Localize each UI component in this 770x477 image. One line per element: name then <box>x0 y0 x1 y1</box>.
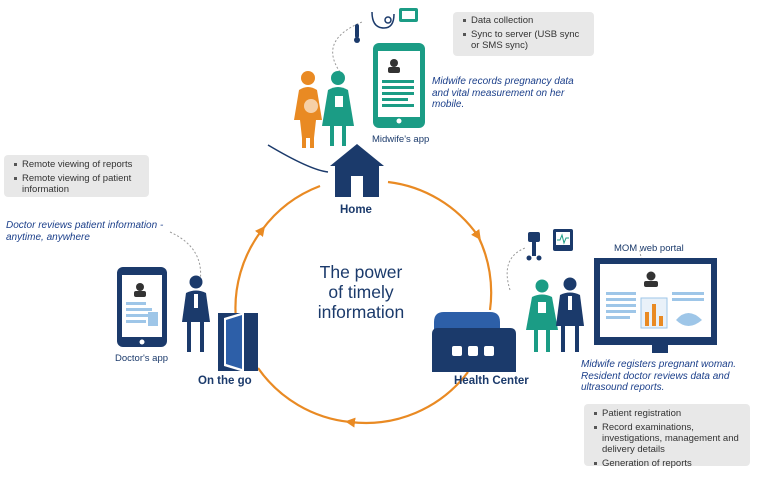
midwife-icon <box>322 71 354 146</box>
house-icon <box>330 144 384 197</box>
hc-midwife-icon <box>526 279 558 352</box>
on-the-go-info-item: Remote viewing of reports <box>14 159 143 170</box>
midwife-phone-icon <box>373 43 425 128</box>
connector-home-people <box>267 144 329 173</box>
on-the-go-info-item: Remote viewing of patient information <box>14 173 143 195</box>
monitor-device-icon <box>399 8 418 22</box>
doctor-phone-icon <box>117 267 167 347</box>
on-the-go-note: Doctor reviews patient information - any… <box>6 220 164 243</box>
doctor-icon <box>182 275 210 352</box>
health-center-note: Midwife registers pregnant woman. Reside… <box>581 359 737 393</box>
cycle-arc-onthego-to-top <box>234 226 266 321</box>
door-icon <box>218 312 258 372</box>
center-title-line2: of timely <box>328 282 394 302</box>
home-info-box: Data collection Sync to server (USB sync… <box>453 12 594 56</box>
health-center-info-item: Record examinations, investigations, man… <box>594 422 744 455</box>
connector-home-devices <box>332 21 363 73</box>
midwife-app-label: Midwife's app <box>372 134 430 145</box>
connector-doctor-note <box>169 231 202 283</box>
cycle-arc-bottom-to-onthego <box>257 367 351 424</box>
hc-doctor-icon <box>556 277 584 352</box>
ultrasound-device-icon <box>526 232 542 261</box>
on-the-go-label: On the go <box>198 375 252 387</box>
web-portal-monitor-icon <box>594 258 717 353</box>
thermometer-icon <box>354 24 360 43</box>
stethoscope-icon <box>371 11 395 29</box>
ecg-monitor-icon <box>553 229 573 251</box>
pregnant-woman-icon <box>294 71 322 148</box>
connector-health-devices <box>506 247 526 291</box>
cycle-ring <box>234 180 493 428</box>
home-label: Home <box>340 204 372 216</box>
health-center-icon <box>432 312 516 372</box>
home-info-item: Data collection <box>463 15 588 26</box>
health-center-label: Health Center <box>454 375 529 387</box>
cycle-arc-health-to-bottom <box>345 371 469 428</box>
center-title: The power of timely information <box>298 262 424 322</box>
on-the-go-info-box: Remote viewing of reports Remote viewing… <box>4 155 149 197</box>
doctor-app-label: Doctor's app <box>115 353 169 364</box>
health-center-info-box: Patient registration Record examinations… <box>584 404 750 469</box>
home-info-item: Sync to server (USB sync or SMS sync) <box>463 29 588 51</box>
cycle-arc-home-to-health <box>387 180 481 241</box>
health-center-info-item: Patient registration <box>594 408 744 419</box>
health-center-info-item: Generation of reports <box>594 458 744 469</box>
web-portal-label: MOM web portal <box>614 243 684 254</box>
center-title-line1: The power <box>319 262 403 282</box>
center-title-line3: information <box>317 302 405 322</box>
cycle-arc-health-right <box>477 235 493 311</box>
home-note: Midwife records pregnancy data and vital… <box>432 76 574 110</box>
cycle-arc-top-to-home <box>261 184 321 231</box>
